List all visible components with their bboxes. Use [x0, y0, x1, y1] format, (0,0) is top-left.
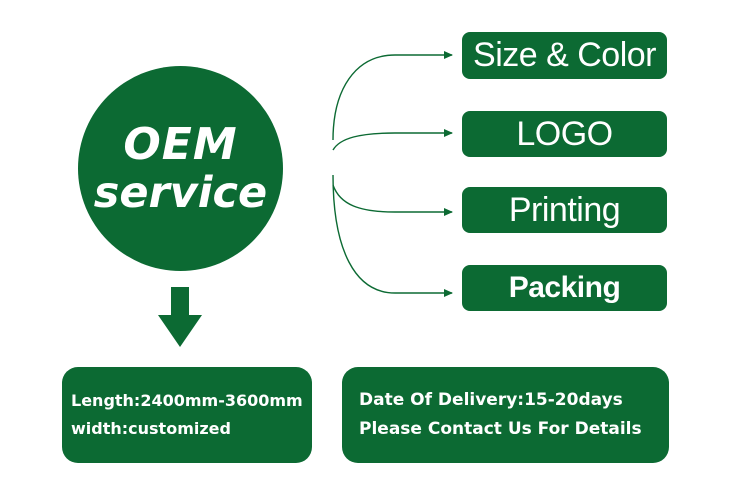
specs-width: width:customized: [71, 419, 231, 438]
specs-length: Length:2400mm-3600mm: [71, 391, 303, 410]
oem-title: OEM: [123, 118, 238, 170]
specs-box: Length:2400mm-3600mm width:customized: [62, 367, 312, 463]
option-packing: Packing: [462, 265, 667, 311]
delivery-contact: Please Contact Us For Details: [359, 419, 642, 439]
connector-packing: [332, 174, 453, 297]
delivery-date: Date Of Delivery:15-20days: [359, 390, 623, 410]
connector-logo: [332, 129, 453, 151]
option-printing: Printing: [462, 187, 667, 233]
oem-subtitle: service: [93, 167, 268, 218]
connector-printing: [332, 184, 453, 216]
delivery-box: Date Of Delivery:15-20days Please Contac…: [342, 367, 669, 463]
oem-service-circle: OEM service: [78, 66, 283, 271]
down-arrow-icon: [158, 287, 202, 347]
option-size-color: Size & Color: [462, 32, 667, 79]
connector-size-color: [332, 51, 453, 141]
option-logo: LOGO: [462, 111, 667, 157]
